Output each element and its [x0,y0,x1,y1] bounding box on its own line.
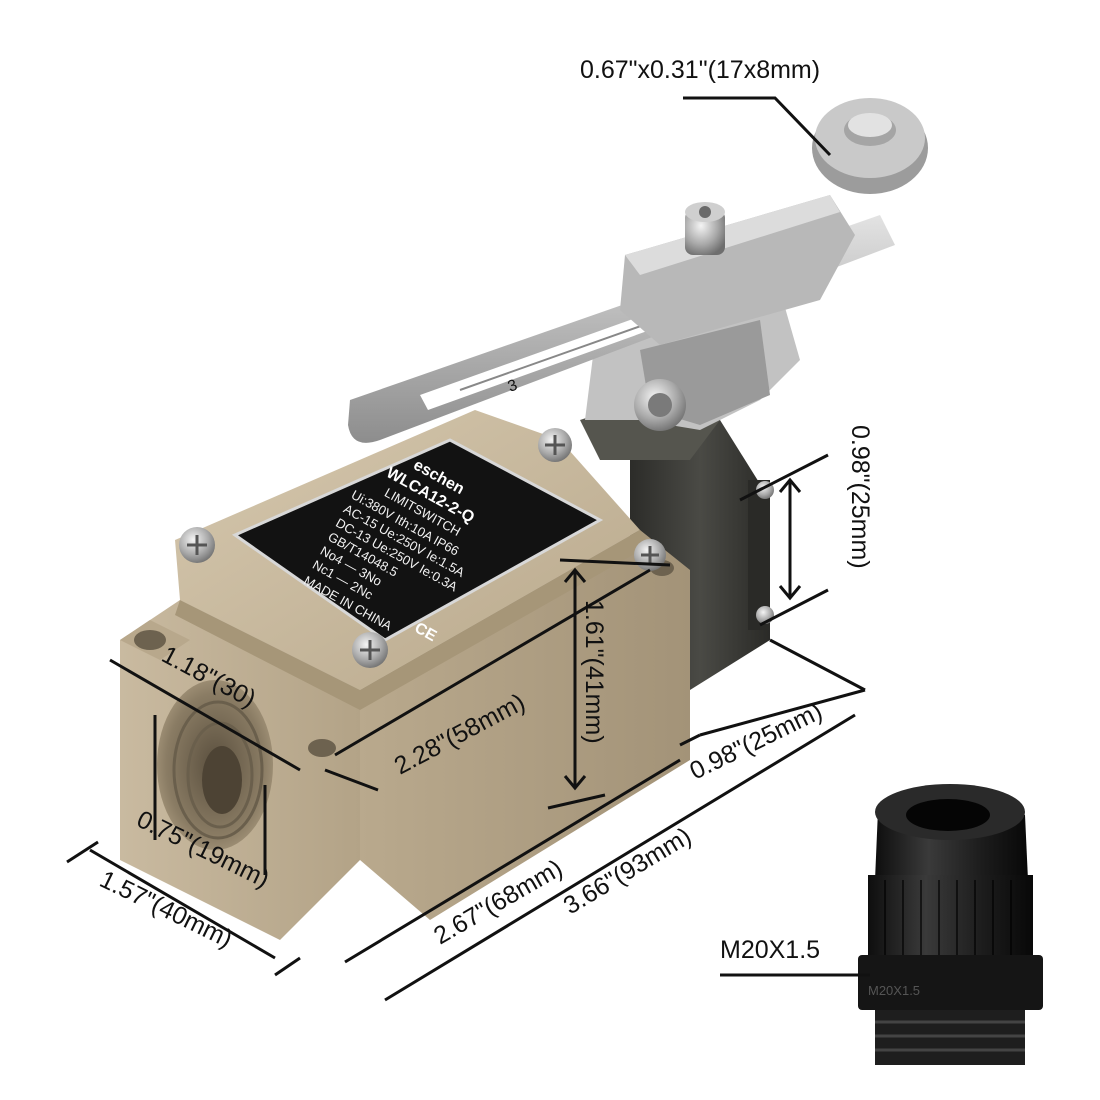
dim-head-depth: 0.98"(25mm) [685,697,826,785]
mount-hole-icon [308,739,336,757]
cable-gland: M20X1.5 [858,784,1043,1065]
gland-text: M20X1.5 [868,983,920,998]
name-plate: eschen WLCA12-2-Q LIMITSWITCH Ui:380V It… [231,438,604,645]
dim-roller: 0.67"x0.31"(17x8mm) [580,56,820,84]
dim-body-height: 1.61"(41mm) [580,600,608,744]
dim-total-length: 3.66"(93mm) [559,822,697,920]
dimension-lines [66,96,870,1002]
dim-head-height: 0.98"(25mm) [846,425,874,569]
dim-gland-thread: M20X1.5 [720,936,820,964]
cover-screws [179,428,666,668]
mount-hole-icon [134,630,166,650]
clamp-screw-icon [685,210,725,255]
lever-assembly: 3 2 [348,98,928,443]
